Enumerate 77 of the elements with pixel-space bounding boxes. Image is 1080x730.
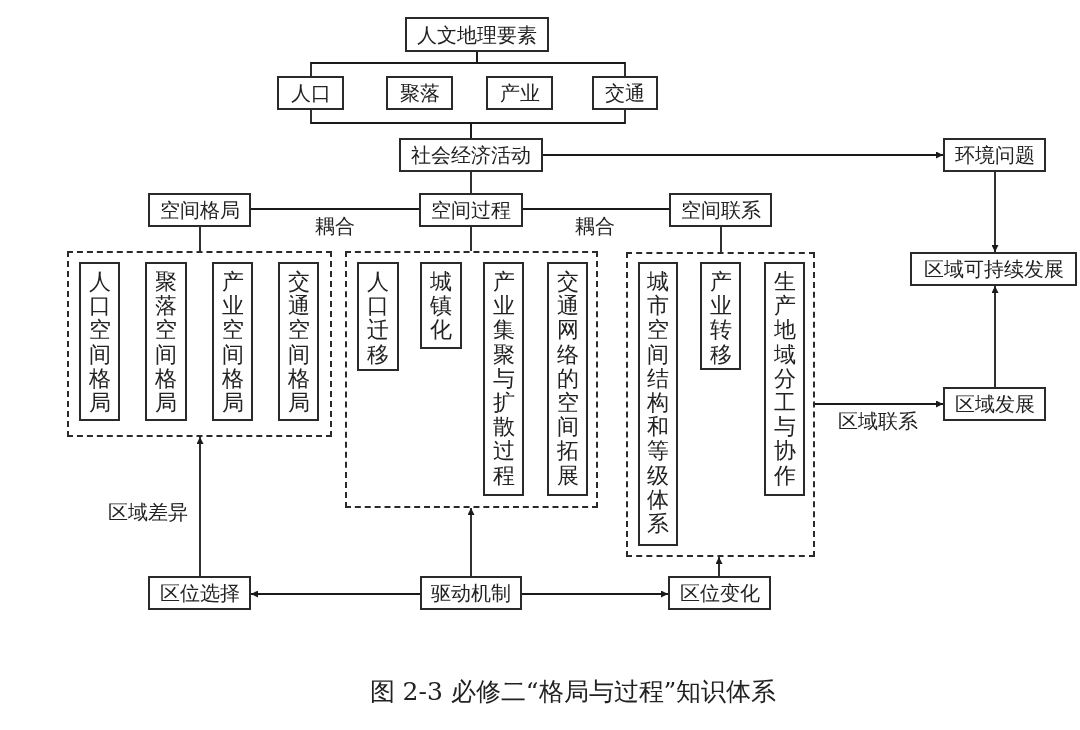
vertical-text-box (547, 262, 588, 496)
node-label: 空间过程 (431, 198, 511, 222)
connector-line (250, 208, 420, 210)
vertical-text-box (357, 262, 399, 371)
connector-line (470, 226, 472, 252)
concept-box (669, 193, 772, 227)
node-label: 环境问题 (954, 143, 1035, 167)
node-label: 交通网络的空间拓展 (556, 270, 579, 488)
figure-caption: 图 2-3 必修二“格局与过程”知识体系 (369, 677, 777, 706)
node-label: 社会经济活动 (411, 143, 531, 167)
node-label: 区域发展 (954, 392, 1035, 416)
connector-line (720, 226, 722, 253)
edge-label: 区域差异 (106, 500, 190, 524)
node-label: 聚落 (399, 81, 440, 105)
node-label: 聚落空间格局 (155, 270, 177, 416)
concept-box (420, 576, 522, 610)
edge-label: 耦合 (313, 214, 357, 238)
concept-box (148, 576, 251, 610)
arrow (991, 171, 999, 253)
vertical-text-box (212, 262, 253, 421)
arrow (250, 590, 421, 598)
node-label: 区位选择 (159, 581, 240, 605)
connector-line (199, 226, 201, 252)
connector-line (470, 109, 626, 139)
node-label: 人文地理要素 (417, 22, 537, 47)
concept-box (419, 193, 523, 227)
edge-label: 区域联系 (836, 409, 920, 433)
concept-box (943, 387, 1046, 421)
node-label: 交通空间格局 (287, 270, 310, 416)
concept-box (148, 193, 251, 227)
vertical-text-box (483, 262, 524, 496)
concept-box (277, 76, 344, 110)
concept-box (386, 76, 453, 110)
node-label: 区位变化 (679, 581, 760, 605)
node-label: 产业集聚与扩散过程 (492, 270, 515, 488)
dashed-group-box (626, 252, 815, 557)
concept-box (405, 17, 549, 52)
node-label: 空间格局 (159, 198, 240, 222)
concept-box (592, 76, 658, 110)
vertical-text-box (420, 262, 462, 349)
node-label: 驱动机制 (431, 581, 511, 605)
node-label: 区域可持续发展 (923, 257, 1064, 281)
concept-box (910, 252, 1077, 286)
arrow (521, 590, 669, 598)
vertical-text-box (79, 262, 120, 421)
node-label: 产业转移 (709, 270, 732, 367)
vertical-text-box (700, 262, 741, 370)
concept-box (486, 76, 553, 110)
edge-label: 耦合 (573, 214, 617, 238)
arrow (814, 400, 944, 408)
arrow (196, 436, 204, 577)
arrow (542, 151, 944, 159)
arrow (715, 556, 723, 577)
concept-box (668, 576, 771, 610)
node-label: 人口空间格局 (88, 270, 111, 416)
vertical-text-box (278, 262, 319, 421)
node-label: 产业空间格局 (221, 270, 244, 416)
arrow (467, 507, 475, 577)
arrow (991, 285, 999, 388)
node-label: 生产地域分工与协作 (773, 270, 796, 488)
connector-line (522, 208, 670, 210)
node-label: 空间联系 (680, 198, 761, 222)
node-label: 人口迁移 (367, 270, 389, 367)
vertical-text-box (764, 262, 805, 496)
node-label: 交通 (605, 81, 645, 105)
node-label: 人口 (290, 81, 331, 105)
dashed-group-box (67, 251, 332, 437)
concept-box (943, 138, 1046, 172)
node-label: 城镇化 (430, 270, 452, 343)
node-label: 产业 (499, 81, 540, 105)
connector-line (476, 51, 626, 77)
concept-box (399, 138, 543, 172)
vertical-text-box (145, 262, 187, 421)
dashed-group-box (345, 251, 598, 508)
vertical-text-box (638, 262, 678, 546)
connector-line (470, 171, 472, 194)
node-label: 城市空间结构和等级体系 (647, 270, 669, 537)
